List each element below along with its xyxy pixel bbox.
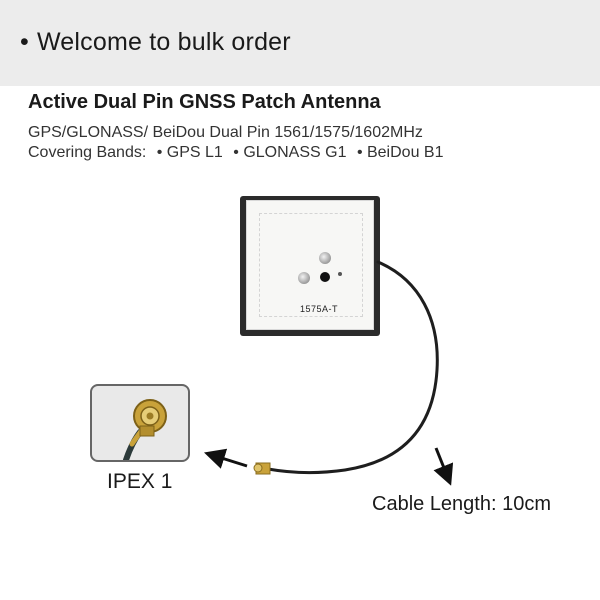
ipex-closeup-icon bbox=[123, 399, 167, 460]
arrow-icon bbox=[433, 447, 454, 486]
antenna-patch: 1575A-T bbox=[246, 200, 374, 330]
covering-bands: Covering Bands: • GPS L1 • GLONASS G1 • … bbox=[28, 144, 449, 162]
band-beidou: • BeiDou B1 bbox=[356, 144, 444, 161]
connector-closeup bbox=[90, 384, 190, 462]
patch-outline: 1575A-T bbox=[259, 213, 363, 317]
connector-label: IPEX 1 bbox=[107, 470, 173, 493]
band-glonass: • GLONASS G1 bbox=[233, 144, 347, 161]
arrow-icon bbox=[203, 448, 248, 469]
marker-dot-icon bbox=[338, 272, 342, 276]
antenna-cable bbox=[266, 260, 439, 475]
band-gps: • GPS L1 bbox=[156, 144, 223, 161]
header-banner: •Welcome to bulk order bbox=[0, 0, 600, 86]
product-title: Active Dual Pin GNSS Patch Antenna bbox=[28, 91, 381, 113]
feed-pin-icon bbox=[298, 272, 310, 284]
antenna-marking: 1575A-T bbox=[300, 304, 339, 314]
ipex-connector-icon bbox=[253, 462, 271, 475]
banner-label: Welcome to bulk order bbox=[36, 28, 291, 56]
cable-length-label: Cable Length: 10cm bbox=[372, 493, 552, 515]
banner-title: •Welcome to bulk order bbox=[20, 28, 291, 57]
bands-label: Covering Bands: bbox=[28, 144, 147, 161]
bullet-icon: • bbox=[20, 28, 29, 56]
frequency-spec: GPS/GLONASS/ BeiDou Dual Pin 1561/1575/1… bbox=[28, 124, 423, 141]
feed-pin-icon bbox=[319, 252, 331, 264]
center-hole-icon bbox=[320, 272, 330, 282]
